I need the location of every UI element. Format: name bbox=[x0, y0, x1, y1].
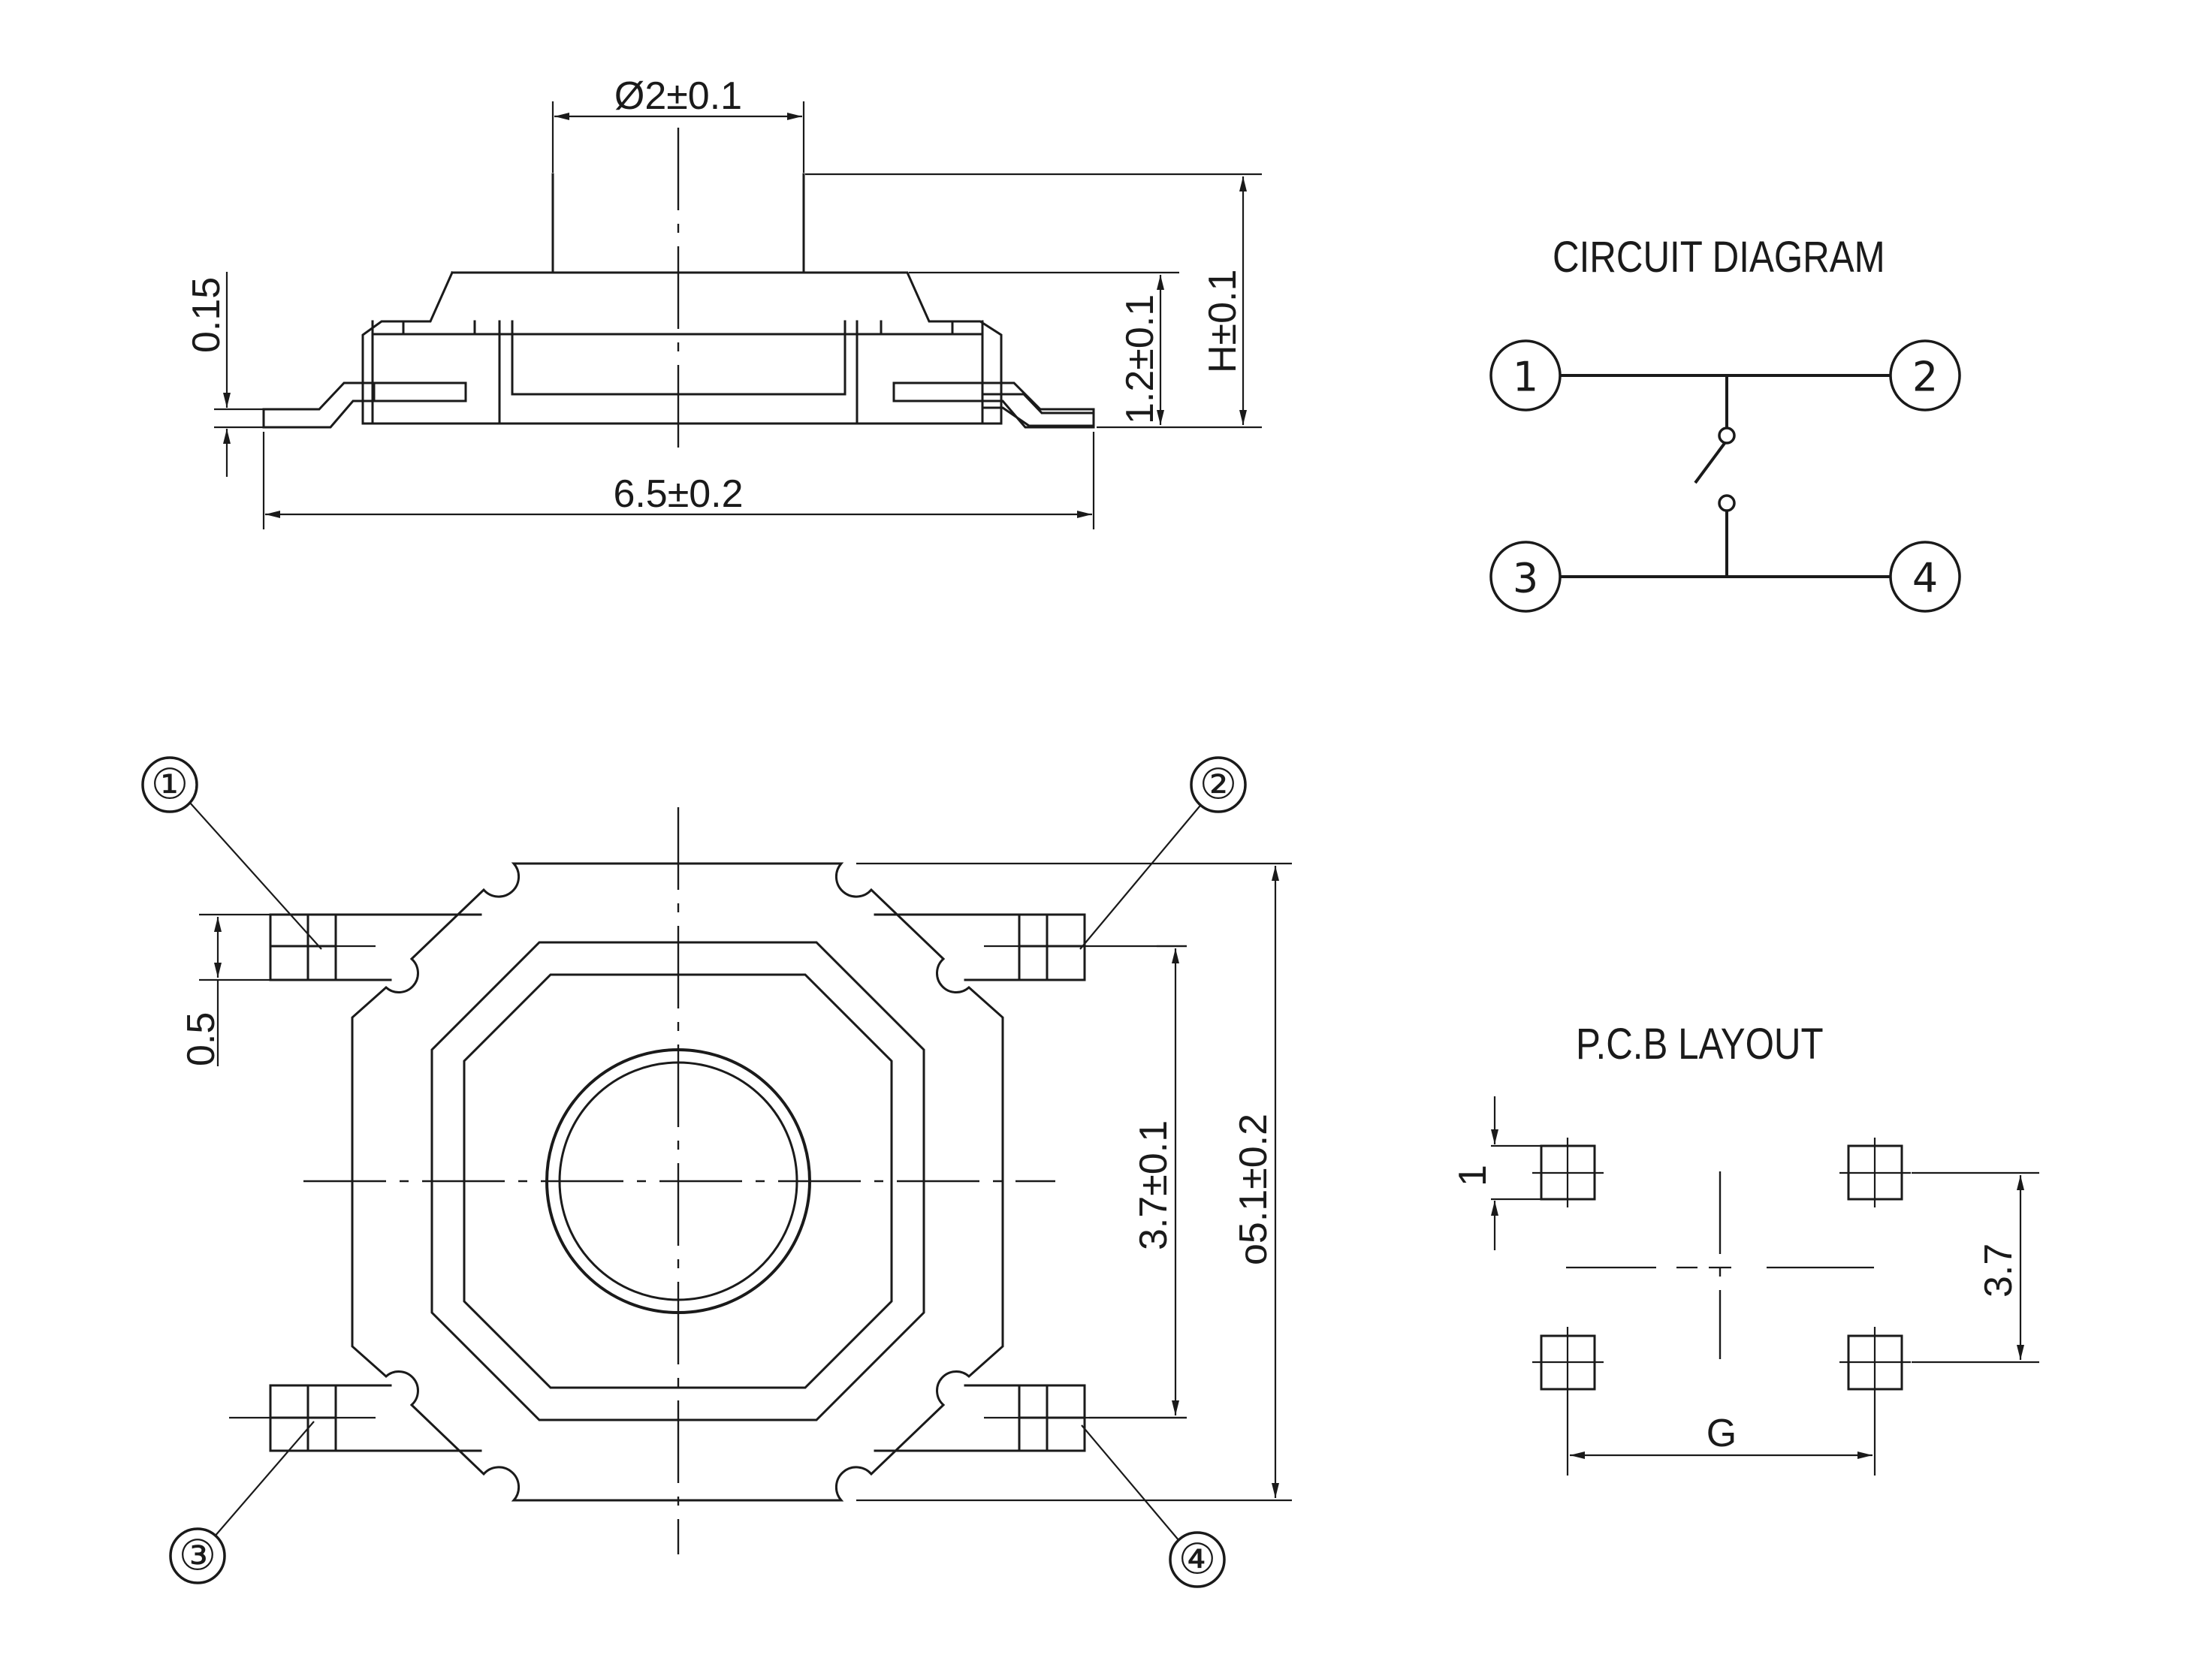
body-outline bbox=[371, 333, 984, 425]
pcb-layout: P.C.B LAYOUT 1 3.7 bbox=[1451, 1020, 2039, 1476]
cap-outline bbox=[361, 271, 1095, 427]
svg-text:②: ② bbox=[1200, 761, 1237, 809]
circuit-diagram-title: CIRCUIT DIAGRAM bbox=[1553, 233, 1885, 282]
callout-pin-3: ③ bbox=[169, 1421, 315, 1584]
svg-text:4: 4 bbox=[1912, 555, 1938, 602]
dim-lead-pitch: 3.7±0.1 bbox=[1132, 1120, 1175, 1250]
circuit-pin-2: 2 bbox=[1889, 339, 1961, 411]
housing-inner bbox=[402, 320, 954, 336]
lead-2 bbox=[874, 913, 1187, 981]
dim-lead-width: 0.5 bbox=[180, 1012, 223, 1066]
callout-pin-1: ① bbox=[141, 756, 322, 950]
switch-contact bbox=[1694, 435, 1731, 484]
pcb-pad-4 bbox=[1839, 1327, 1911, 1397]
svg-text:3: 3 bbox=[1513, 555, 1538, 602]
dim-pad-vertical: 3.7 bbox=[1977, 1243, 2020, 1298]
inner-octagon-inner bbox=[463, 973, 893, 1389]
pcb-pad-1 bbox=[1532, 1138, 1604, 1207]
callout-pin-4: ④ bbox=[1081, 1424, 1226, 1588]
switch-body-outline bbox=[351, 862, 1004, 1502]
circuit-pin-4: 4 bbox=[1889, 541, 1961, 613]
dim-total-height: H±0.1 bbox=[1201, 270, 1245, 373]
switch-node-bottom bbox=[1718, 494, 1736, 512]
svg-text:③: ③ bbox=[179, 1532, 216, 1581]
pcb-pad-2 bbox=[1839, 1138, 1911, 1207]
svg-text:④: ④ bbox=[1178, 1536, 1216, 1584]
circuit-pin-3: 3 bbox=[1489, 541, 1562, 613]
dim-plunger-diameter: Ø2±0.1 bbox=[614, 74, 742, 118]
dim-pad-size: 1 bbox=[1451, 1165, 1495, 1186]
dim-overall-width: 6.5±0.2 bbox=[613, 472, 743, 516]
lead-1 bbox=[269, 913, 482, 981]
dim-pad-horizontal: G bbox=[1707, 1412, 1737, 1455]
svg-text:2: 2 bbox=[1912, 354, 1938, 401]
callout-pin-2: ② bbox=[1079, 756, 1247, 950]
pcb-pad-3 bbox=[1532, 1327, 1604, 1397]
svg-text:①: ① bbox=[151, 761, 189, 809]
dim-lead-thickness: 0.15 bbox=[185, 277, 228, 353]
left-lead bbox=[373, 381, 467, 402]
svg-text:1: 1 bbox=[1513, 354, 1538, 401]
dim-body-size: o5.1±0.2 bbox=[1232, 1114, 1275, 1265]
switch-node-top bbox=[1718, 427, 1736, 445]
right-lead bbox=[892, 381, 984, 402]
plunger-outline bbox=[551, 173, 805, 274]
circuit-pin-1: 1 bbox=[1489, 339, 1562, 411]
dim-body-height: 1.2±0.1 bbox=[1118, 294, 1162, 424]
pcb-layout-title: P.C.B LAYOUT bbox=[1576, 1020, 1824, 1069]
lead-3 bbox=[229, 1384, 482, 1452]
circuit-diagram: CIRCUIT DIAGRAM 1 2 3 4 bbox=[1489, 233, 1961, 613]
top-view: ① ② ③ ④ 0.5 3.7±0.1 o5.1±0.2 bbox=[141, 756, 1292, 1588]
inner-octagon-outer bbox=[430, 941, 925, 1421]
side-view: Ø2±0.1 6.5±0.2 0.15 1.2±0.1 H±0.1 bbox=[185, 74, 1262, 529]
